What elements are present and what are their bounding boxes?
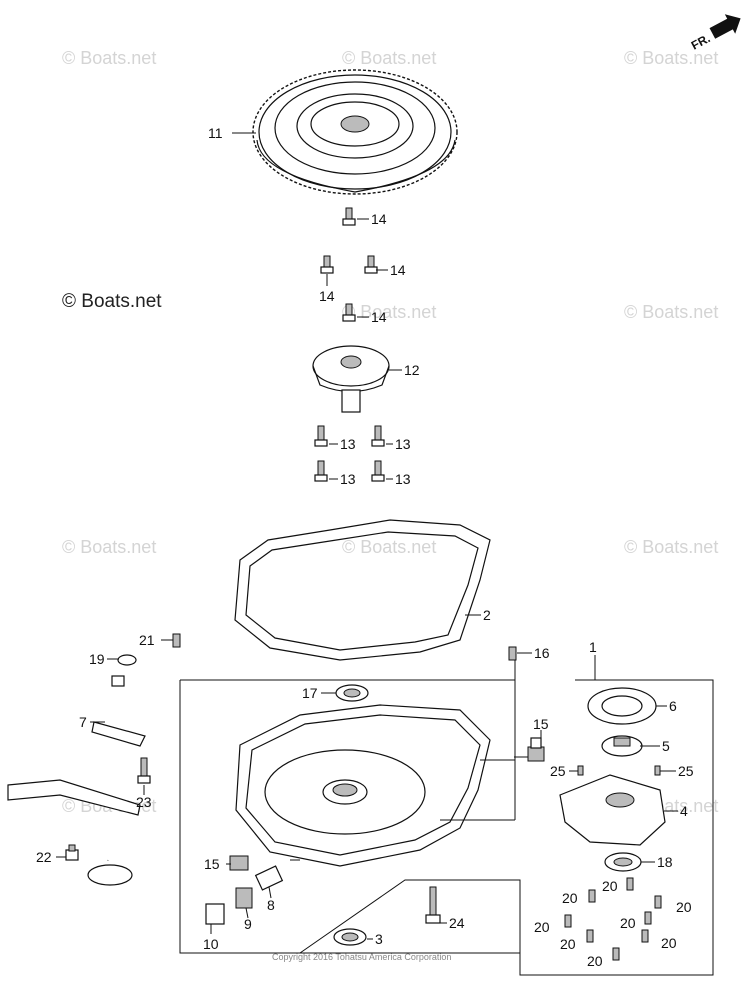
- callout-9: 9: [244, 916, 252, 932]
- callout-8: 8: [267, 897, 275, 913]
- watermark: © Boats.net: [62, 537, 156, 557]
- callout-20: 20: [562, 890, 578, 906]
- callout-19: 19: [89, 651, 105, 667]
- oil-pan-bracket: [7, 779, 141, 816]
- callout-20: 20: [602, 878, 618, 894]
- part-18-seal: [604, 852, 642, 872]
- callout-22: 22: [36, 849, 52, 865]
- part-4-pump-cover: [559, 774, 666, 846]
- part-16-pin: [508, 646, 517, 661]
- part-10-plug: [205, 903, 225, 925]
- watermark: © Boats.net: [624, 537, 718, 557]
- callout-14: 14: [319, 288, 335, 304]
- callout-15: 15: [533, 716, 549, 732]
- part-15-plug: [527, 737, 545, 762]
- watermark: © Boats.net: [342, 48, 436, 68]
- part-7-dipstick-tube: [87, 675, 146, 886]
- part-22-bolt: [65, 844, 79, 861]
- part-23-bolt: [137, 757, 151, 784]
- callout-24: 24: [449, 915, 465, 931]
- assembly-frame: [179, 655, 714, 976]
- watermark: © Boats.net: [62, 48, 156, 68]
- callout-13: 13: [395, 471, 411, 487]
- part-25-pins: [577, 765, 661, 776]
- part-15-plug-lower: [229, 855, 249, 871]
- part-9-spring: [235, 887, 253, 909]
- watermark: © Boats.net: [342, 302, 436, 322]
- callout-2: 2: [483, 607, 491, 623]
- callout-17: 17: [302, 685, 318, 701]
- callout-21: 21: [139, 632, 155, 648]
- callout-11: 11: [208, 125, 223, 141]
- part-17-seal: [335, 684, 369, 702]
- callout-20: 20: [534, 919, 550, 935]
- part-21-pin: [172, 633, 181, 648]
- copyright-label: © Boats.net: [62, 291, 162, 312]
- callout-20: 20: [661, 935, 677, 951]
- part-6-outer-rotor: [587, 687, 657, 725]
- callout-6: 6: [669, 698, 677, 714]
- callout-16: 16: [534, 645, 550, 661]
- callout-14: 14: [371, 309, 387, 325]
- callout-10: 10: [203, 936, 219, 952]
- leader-lines: [56, 132, 678, 940]
- part-13-bolts: [314, 425, 385, 482]
- callout-20: 20: [560, 936, 576, 952]
- part-5-inner-rotor: [601, 735, 643, 757]
- callout-5: 5: [662, 738, 670, 754]
- callouts: 11 14 14 14 14 12 13 13 13 13 2 1 16 21 …: [36, 125, 694, 969]
- callout-20: 20: [587, 953, 603, 969]
- callout-13: 13: [340, 436, 356, 452]
- part-8-bushing: [254, 865, 284, 891]
- callout-15: 15: [204, 856, 220, 872]
- part-2-gasket: [234, 519, 491, 661]
- callout-12: 12: [404, 362, 420, 378]
- callout-14: 14: [371, 211, 387, 227]
- callout-3: 3: [375, 931, 383, 947]
- footer-copyright: Copyright 2016 Tohatsu America Corporati…: [272, 952, 451, 962]
- callout-4: 4: [680, 803, 688, 819]
- part-20-screws: [564, 877, 662, 961]
- part-11-flywheel: [252, 69, 458, 195]
- watermark: © Boats.net: [342, 537, 436, 557]
- callout-14: 14: [390, 262, 406, 278]
- callout-20: 20: [676, 899, 692, 915]
- callout-7: 7: [79, 714, 87, 730]
- callout-13: 13: [395, 436, 411, 452]
- part-1-case: [235, 704, 491, 867]
- part-24-bolt: [425, 886, 441, 924]
- callout-13: 13: [340, 471, 356, 487]
- watermark: © Boats.net: [624, 302, 718, 322]
- part-12-coupling: [312, 345, 390, 413]
- arrow-head-icon: [709, 14, 741, 39]
- part-3-seal: [333, 928, 367, 946]
- callout-25: 25: [550, 763, 566, 779]
- callout-18: 18: [657, 854, 673, 870]
- callout-25: 25: [678, 763, 694, 779]
- callout-1: 1: [589, 639, 597, 655]
- callout-23: 23: [136, 794, 152, 810]
- watermark: © Boats.net: [624, 48, 718, 68]
- part-19-washer: [117, 654, 137, 666]
- callout-20: 20: [620, 915, 636, 931]
